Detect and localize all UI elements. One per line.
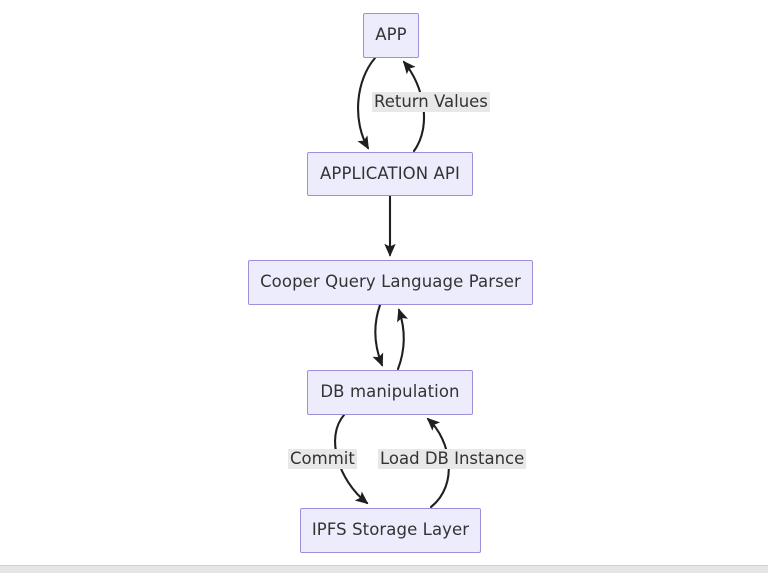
bottom-status-bar — [0, 565, 768, 573]
edge-label-commit: Commit — [288, 449, 357, 470]
node-cooper-query-language-parser[interactable]: Cooper Query Language Parser — [248, 260, 533, 305]
edge-parser-to-dbman — [372, 303, 384, 367]
edge-label-return-values: Return Values — [372, 92, 490, 113]
node-app-label: APP — [375, 25, 407, 45]
edge-dbman-to-parser — [396, 308, 408, 371]
node-application-api[interactable]: APPLICATION API — [307, 152, 473, 196]
node-ipfs-storage-layer-label: IPFS Storage Layer — [311, 520, 470, 540]
node-ipfs-storage-layer[interactable]: IPFS Storage Layer — [300, 508, 481, 553]
node-db-manipulation[interactable]: DB manipulation — [307, 370, 473, 415]
node-application-api-label: APPLICATION API — [320, 163, 460, 183]
node-app[interactable]: APP — [363, 13, 419, 58]
node-cooper-query-language-parser-label: Cooper Query Language Parser — [260, 272, 521, 292]
edge-label-load-db-instance: Load DB Instance — [378, 449, 527, 470]
node-db-manipulation-label: DB manipulation — [320, 382, 460, 402]
